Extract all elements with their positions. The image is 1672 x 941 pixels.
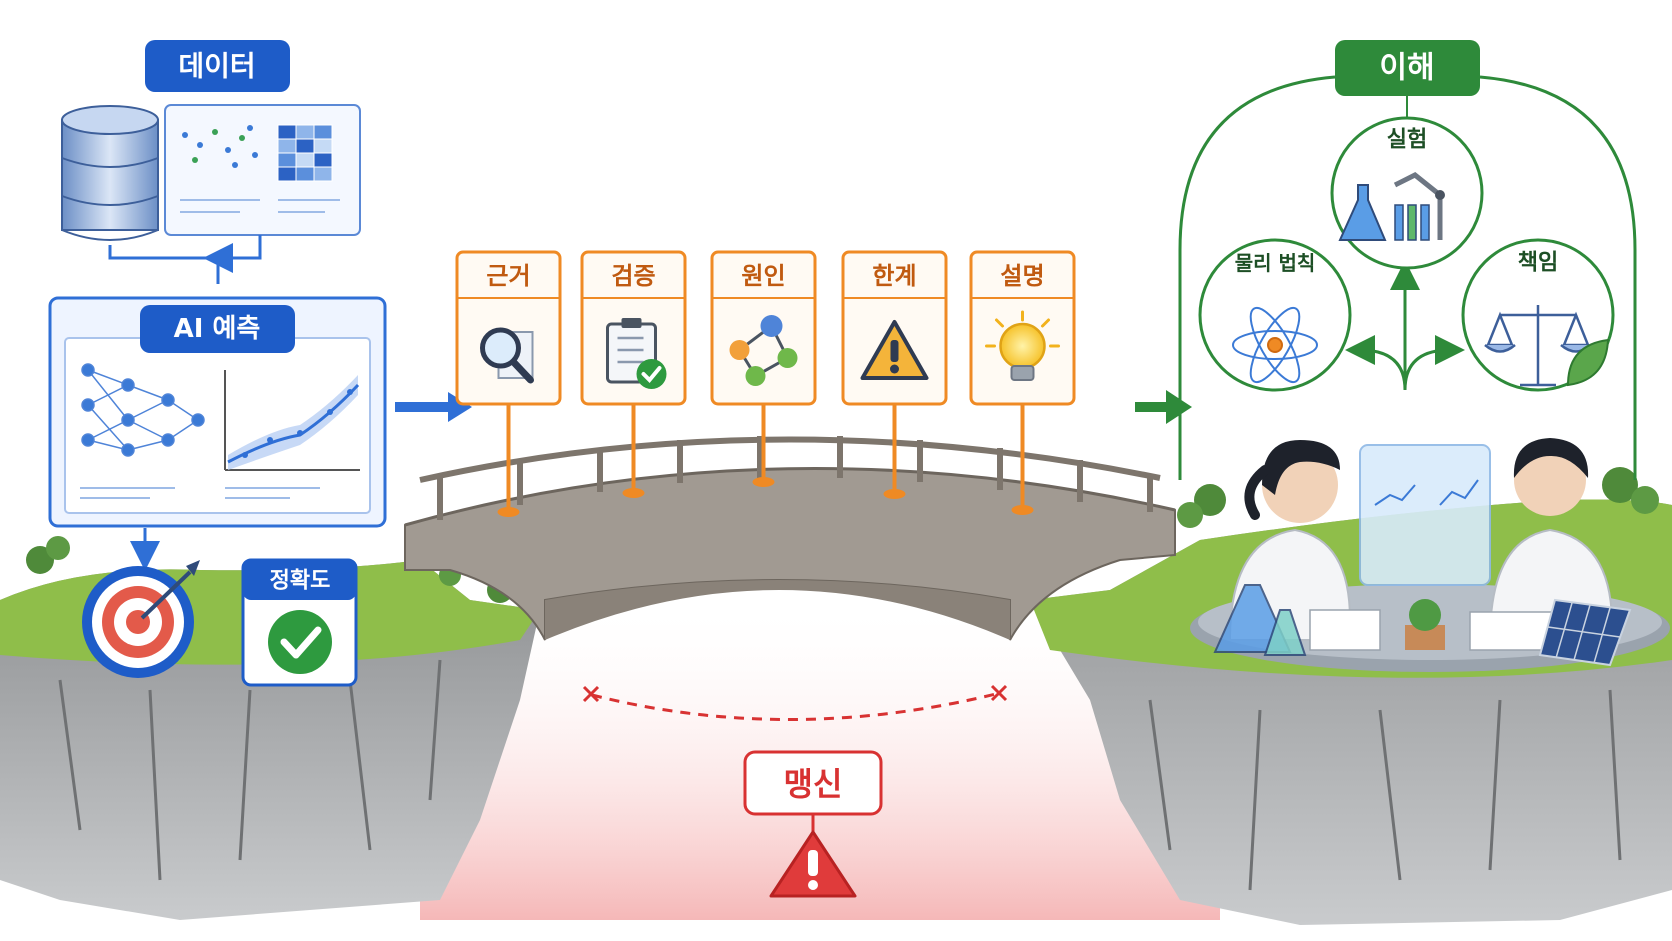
danger-warning-icon <box>769 830 857 898</box>
scientists-scene <box>1190 438 1670 672</box>
responsibility-label: 책임 <box>1518 251 1558 276</box>
experiment-label: 실험 <box>1387 127 1427 153</box>
neural-network-icon <box>81 363 205 457</box>
data-label: 데이터 <box>178 50 255 83</box>
broken-link-line <box>591 691 1001 721</box>
warning-triangle-icon <box>860 320 929 380</box>
target-icon <box>82 560 200 678</box>
sign-pole-base <box>752 477 775 487</box>
broken-end-left-icon <box>582 685 600 703</box>
atom-icon <box>1232 306 1318 384</box>
understanding-label-box <box>1335 40 1480 96</box>
accuracy-label: 정확도 <box>270 569 331 594</box>
data-to-prediction-arrow <box>108 235 262 284</box>
sign-pole-base <box>497 507 520 517</box>
sign-pole-base <box>883 489 906 499</box>
trend-line-chart-icon <box>224 370 360 471</box>
lab-flask-icon <box>1338 172 1445 241</box>
bridge-planks: 근거 검증 원인 한계 설명 <box>455 250 1076 517</box>
bridge-plank-1: 근거 <box>455 250 562 517</box>
ai-prediction-label-box <box>140 305 295 353</box>
bridge-plank-label: 설명 <box>1000 262 1044 290</box>
blind-faith-label: 맹신 <box>784 765 843 803</box>
ai-prediction-label: AI 예측 <box>174 314 261 344</box>
broken-end-right-icon <box>990 684 1008 702</box>
sign-pole-base <box>1011 505 1034 515</box>
data-label-box <box>145 40 290 92</box>
bridge-plank-4: 한계 <box>841 250 948 499</box>
bridge-plank-2: 검증 <box>580 250 687 498</box>
understanding-arch-left <box>1178 75 1336 480</box>
bridge-plank-3: 원인 <box>710 250 817 487</box>
understanding-arch-right <box>1479 75 1637 480</box>
molecule-network-icon <box>729 315 798 386</box>
physics-label: 물리 법칙 <box>1235 251 1316 275</box>
solar-panel-icon <box>1538 598 1632 667</box>
bridge-plank-label: 검증 <box>611 262 655 290</box>
heatmap-grid-icon <box>277 124 333 182</box>
sign-pole-base <box>622 488 645 498</box>
bridge-plank-label: 한계 <box>872 262 916 290</box>
understanding-label: 이해 <box>1379 51 1434 86</box>
bridge-plank-label: 원인 <box>741 262 785 290</box>
sign-card <box>455 250 562 406</box>
stone-bridge <box>404 436 1176 641</box>
database-icon <box>61 105 159 241</box>
clipboard-check-icon <box>606 318 667 389</box>
bridge-plank-label: 근거 <box>486 262 530 290</box>
magnifier-icon <box>480 327 534 384</box>
lightbulb-icon <box>985 310 1060 381</box>
scatter-plot-icon <box>182 125 258 168</box>
scales-icon <box>1484 305 1592 387</box>
bridge-plank-5: 설명 <box>969 250 1076 515</box>
accuracy-check-icon <box>268 610 332 674</box>
leaf-icon <box>1566 338 1610 387</box>
